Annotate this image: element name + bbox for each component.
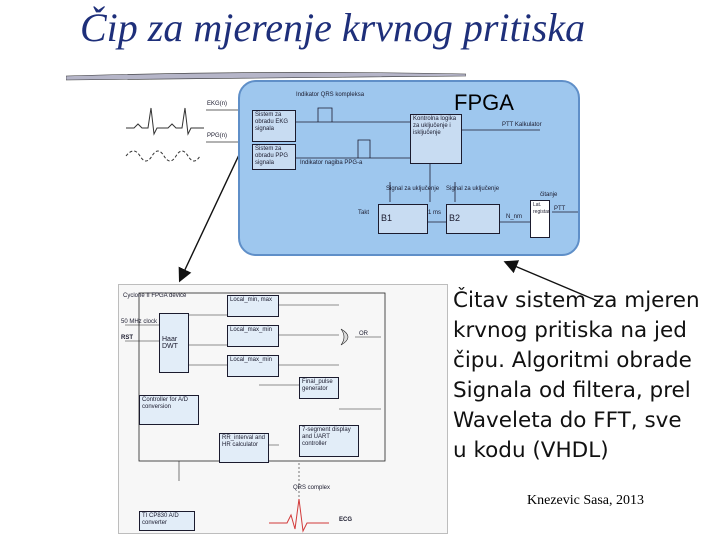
ad-controller-block: Controller for A/D conversion: [139, 395, 199, 425]
ekg-input-label: EKG(n): [207, 101, 228, 107]
description-line-5: Waveleta do FFT, sve: [453, 408, 682, 433]
title-underline: [66, 72, 466, 81]
ecg-label: ECG: [339, 517, 353, 523]
latch-register-block: Lat. registar: [530, 200, 550, 238]
control-logic-block: Kontrolna logika za uključenje i isključ…: [410, 114, 462, 164]
system-wiring: [125, 292, 386, 533]
nm-label: N_nm: [506, 214, 523, 220]
ppg-waveform: [125, 150, 201, 162]
read-label: čitanje: [540, 192, 558, 198]
description-line-3: čipu. Algoritmi obrade: [453, 348, 692, 373]
local-block-1: Local_min, max: [227, 295, 279, 317]
counter-b2: B2: [446, 204, 500, 234]
qrs-indicator-label: Indikator QRS kompleksa: [296, 92, 365, 98]
qrs-complex-label: QRS complex: [293, 485, 331, 491]
ms-label: 1 ms: [428, 210, 442, 216]
counter-b1: B1: [378, 204, 428, 234]
clock-input-label: 50 MHz clock: [121, 319, 158, 325]
fpga-board: Indikator QRS kompleksa Sistem za obradu…: [238, 80, 580, 256]
final-pulse-block: Final_pulse generator: [299, 377, 339, 399]
ptt-calculator-label: PTT Kalkulator: [502, 122, 542, 128]
fpga-label: FPGA: [454, 90, 514, 115]
description-line-4: Signala od filtera, prel: [453, 378, 691, 403]
clock-label: Takt: [358, 210, 370, 216]
input-signals: [125, 107, 242, 162]
local-block-3: Local_max_min: [227, 355, 279, 377]
haar-dwt-block: Haar DWT: [159, 313, 189, 373]
local-block-2: Local_max_min: [227, 325, 279, 347]
description-text: Čitav sistem za mjeren krvnog pritiska n…: [453, 286, 720, 466]
ppg-input-label: PPG(n): [207, 133, 228, 139]
segment-uart-block: 7-segment display and UART controller: [299, 425, 359, 457]
enable-signal-1: Signal za uključenje: [386, 186, 440, 192]
ekg-waveform: [126, 107, 204, 136]
enable-signal-2: Signal za uključenje: [446, 186, 500, 192]
description-line-6: u kodu (VHDL): [453, 438, 609, 463]
rr-hr-block: RR_interval and HR calculator: [219, 433, 269, 463]
ekg-processing-block: Sistem za obradu EKG signala: [252, 110, 296, 142]
system-block-diagram: Cyclone II FPGA device 50 MHz clock RST …: [118, 284, 448, 534]
ppg-slope-label: Indikator nagiba PPG-a: [300, 160, 363, 166]
rst-input-label: RST: [121, 335, 133, 341]
description-line-1: Čitav sistem za mjeren: [453, 288, 700, 313]
ptt-output-label: PTT: [554, 206, 566, 212]
author-credit: Knezevic Sasa, 2013: [527, 493, 645, 508]
fpga-wiring: [288, 107, 578, 223]
ppg-processing-block: Sistem za obradu PPG signala: [252, 144, 296, 170]
slide-title: Čip za mjerenje krvnog pritiska: [80, 5, 586, 50]
device-label: Cyclone II FPGA device: [123, 293, 187, 299]
or-gate-label: OR: [359, 331, 368, 337]
description-line-2: krvnog pritiska na jed: [453, 318, 687, 343]
adc-block: TI CP830 A/D converter: [139, 511, 195, 531]
